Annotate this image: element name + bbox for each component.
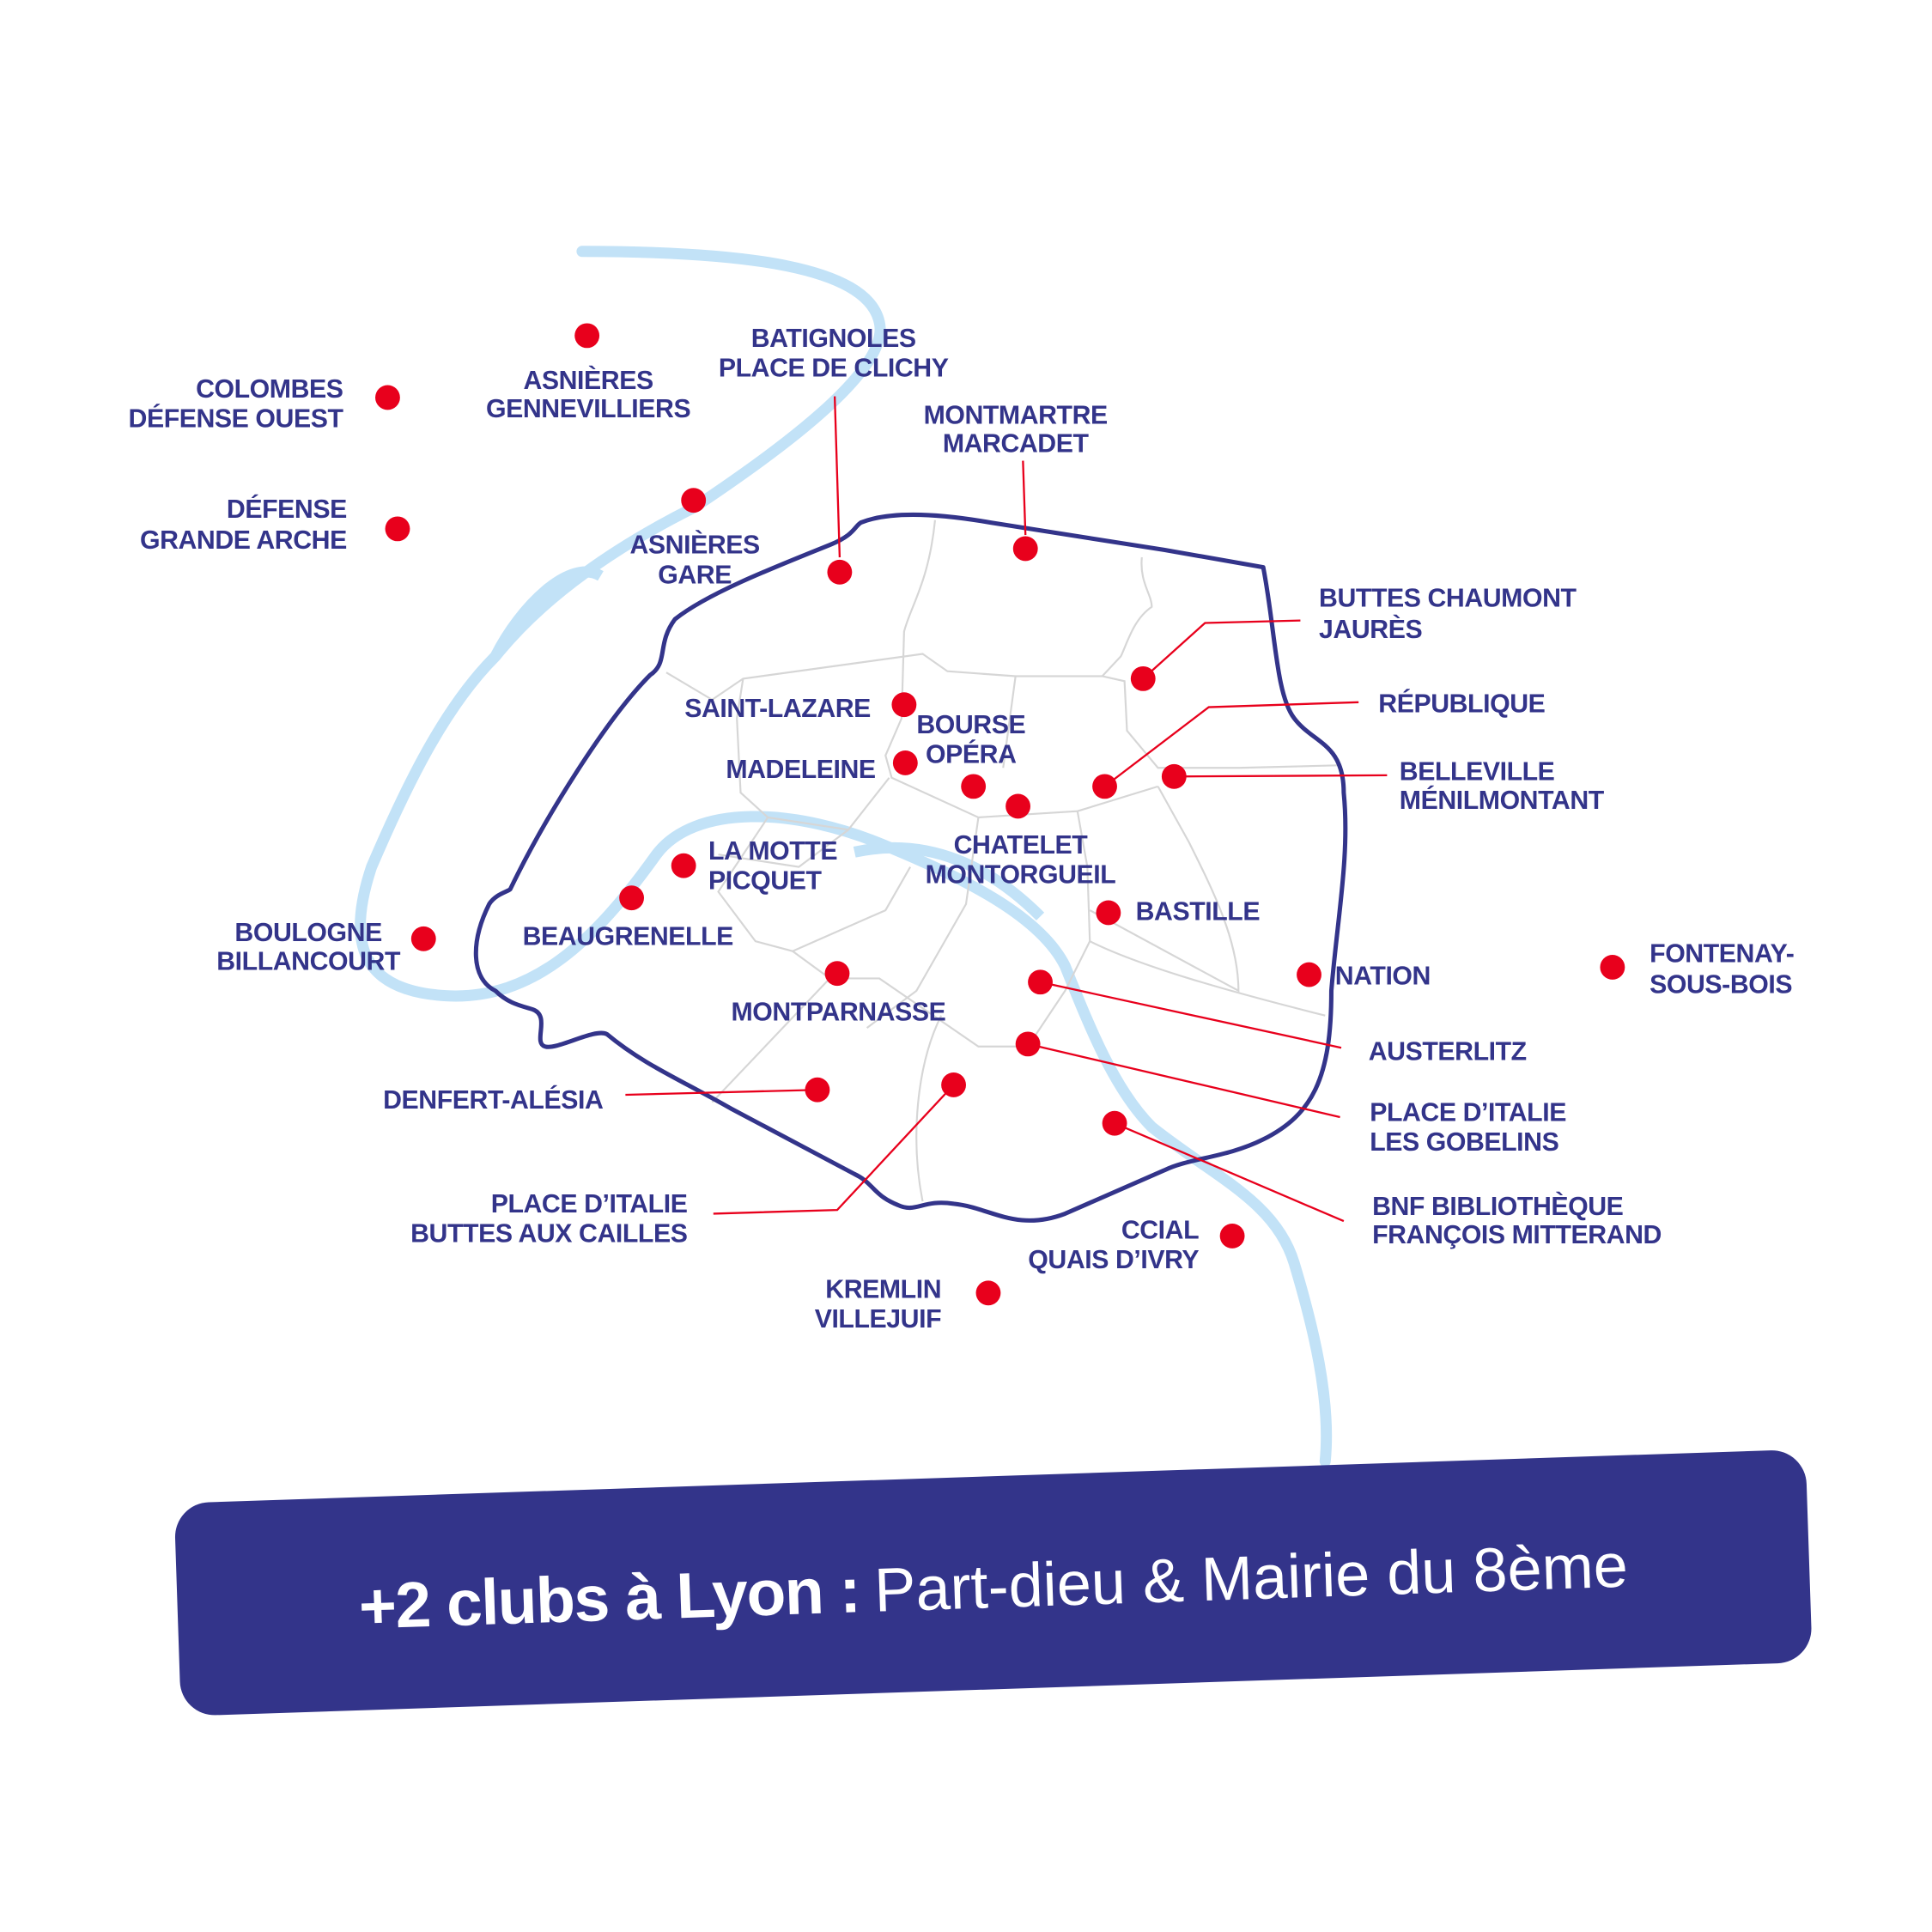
club-label-fontenay[interactable]: FONTENAY-SOUS-BOIS	[1649, 940, 1795, 999]
lyon-banner: +2 clubs à Lyon :Part-dieu & Mairie du 8…	[174, 1450, 1812, 1716]
banner-background	[174, 1450, 1812, 1716]
club-label-republique[interactable]: RÉPUBLIQUE	[1378, 689, 1546, 718]
club-dot-republique[interactable]	[1092, 774, 1117, 799]
club-dot-fontenay[interactable]	[1600, 955, 1625, 980]
club-dot-bastille[interactable]	[1096, 900, 1121, 926]
club-dot-asnieres-gennevilliers[interactable]	[574, 323, 600, 349]
club-label-beaugrenelle[interactable]: BEAUGRENELLE	[523, 922, 734, 951]
club-dot-batignoles[interactable]	[827, 559, 853, 585]
club-dot-madeleine[interactable]	[892, 750, 918, 775]
club-dot-la-motte-picquet[interactable]	[671, 853, 696, 878]
club-dot-austerlitz[interactable]	[1028, 969, 1053, 995]
club-label-bastille[interactable]: BASTILLE	[1136, 898, 1261, 927]
club-label-saint-lazare[interactable]: SAINT-LAZARE	[684, 695, 871, 723]
club-dot-belleville[interactable]	[1161, 763, 1187, 789]
club-dot-denfert[interactable]	[805, 1077, 830, 1103]
seine-branch	[853, 841, 1045, 920]
arrondissement-borders	[665, 519, 1338, 1202]
club-dot-buttes-chaumont[interactable]	[1130, 665, 1156, 691]
club-dot-chatelet[interactable]	[1005, 793, 1030, 819]
club-dot-saint-lazare[interactable]	[891, 692, 917, 718]
club-label-denfert[interactable]: DENFERT-ALÉSIA	[383, 1085, 604, 1115]
club-label-austerlitz[interactable]: AUSTERLITZ	[1369, 1038, 1527, 1066]
club-dot-defense[interactable]	[385, 516, 410, 542]
leader-lines	[625, 396, 1388, 1223]
club-dot-place-italie-gobelins[interactable]	[1015, 1031, 1041, 1057]
club-label-nation[interactable]: NATION	[1335, 963, 1431, 991]
club-dot-ccial-ivry[interactable]	[1219, 1224, 1245, 1249]
club-dots	[375, 323, 1625, 1306]
club-dot-asnieres-gare[interactable]	[681, 488, 707, 513]
club-label-montparnasse[interactable]: MONTPARNASSE	[732, 998, 946, 1026]
club-dot-boulogne[interactable]	[410, 926, 436, 951]
club-dot-montparnasse[interactable]	[824, 961, 850, 987]
club-dot-montmartre[interactable]	[1012, 536, 1038, 562]
club-dot-colombes[interactable]	[375, 385, 400, 410]
club-dot-nation[interactable]	[1297, 962, 1321, 987]
club-dot-beaugrenelle[interactable]	[619, 885, 644, 911]
club-dot-kremlin[interactable]	[975, 1280, 1001, 1306]
club-dot-bnf[interactable]	[1102, 1110, 1127, 1136]
club-label-madeleine[interactable]: MADELEINE	[726, 756, 876, 784]
seine-river	[355, 246, 1333, 1467]
club-dot-bourse[interactable]	[961, 774, 987, 799]
seine-loop	[490, 566, 604, 659]
club-dot-place-italie-cailles[interactable]	[941, 1072, 966, 1097]
